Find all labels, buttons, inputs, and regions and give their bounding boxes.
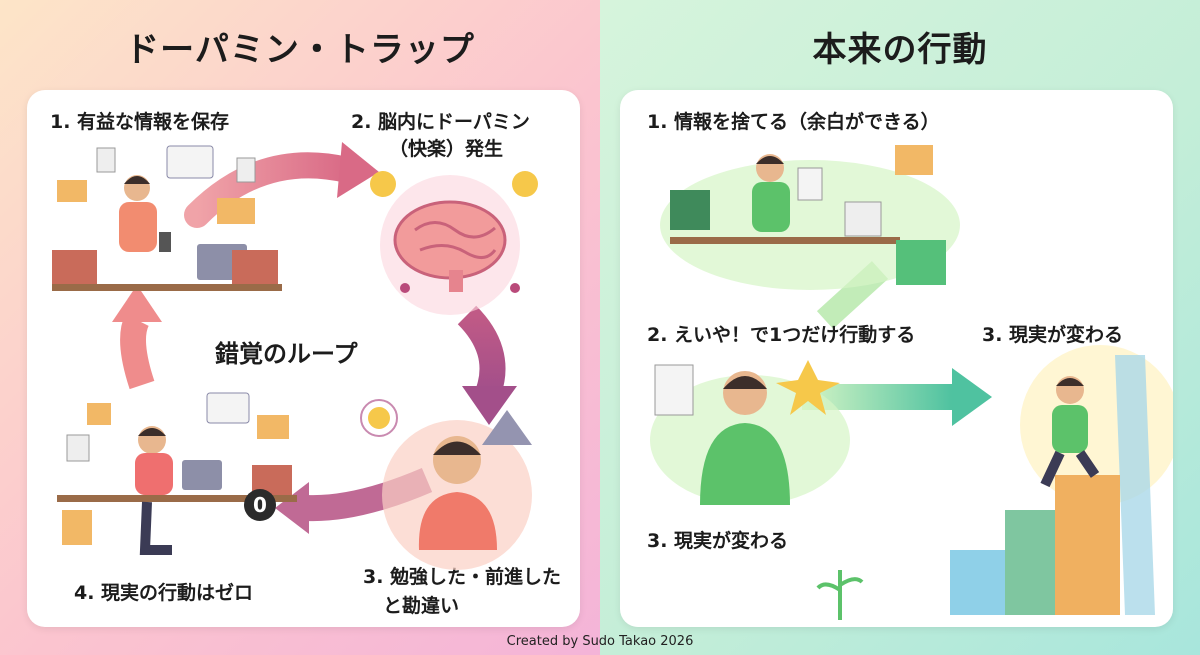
center-loop-label: 錯覚のループ [215, 340, 358, 368]
zero-badge: 0 [253, 493, 267, 517]
horizontal-arrow-head [952, 368, 992, 426]
brain-illustration [370, 171, 538, 315]
saving-info-illustration [52, 145, 282, 291]
right-panel: 1. 情報を捨てる（余白ができる） 2. えいや！で1つだけ行動する 3. 現実… [620, 90, 1173, 627]
left-step-2-label: 2. 脳内にドーパミン [351, 111, 530, 133]
right-step-3-label-bottom: 3. 現実が変わる [647, 530, 789, 552]
arrow-top-head [337, 142, 379, 198]
right-step-3-label-top: 3. 現実が変わる [982, 324, 1124, 346]
arrow-right-head [462, 386, 517, 425]
discarding-info-illustration [660, 145, 960, 290]
arrow-right [457, 305, 506, 395]
credit-text: Created by Sudo Takao 2026 [506, 634, 694, 649]
taking-action-illustration [650, 360, 850, 505]
arrow-bottom-head [275, 482, 309, 534]
left-step-4-label: 4. 現実の行動はゼロ [74, 582, 254, 604]
right-step-2-label: 2. えいや！で1つだけ行動する [647, 324, 916, 346]
left-title: ドーパミン・トラップ [125, 30, 475, 70]
arrow-left [120, 314, 155, 390]
arrow-top [184, 152, 360, 228]
left-step-3-sublabel: と勘違い [383, 595, 460, 617]
plant-decoration [816, 570, 864, 620]
arrow-left-head [112, 285, 162, 322]
climbing-stairs-illustration [950, 345, 1173, 615]
right-step-1-label: 1. 情報を捨てる（余白ができる） [647, 111, 940, 133]
happy-person-illustration [360, 399, 532, 570]
left-step-3-label: 3. 勉強した・前進した [363, 566, 562, 588]
left-panel: 1. 有益な情報を保存 2. 脳内にドーパミン （快楽）発生 錯覚のループ 3.… [27, 90, 580, 627]
working-person-illustration: 0 [57, 392, 297, 555]
right-title: 本来の行動 [812, 30, 988, 70]
left-step-2-sublabel: （快楽）発生 [389, 138, 504, 160]
left-step-1-label: 1. 有益な情報を保存 [50, 111, 230, 133]
